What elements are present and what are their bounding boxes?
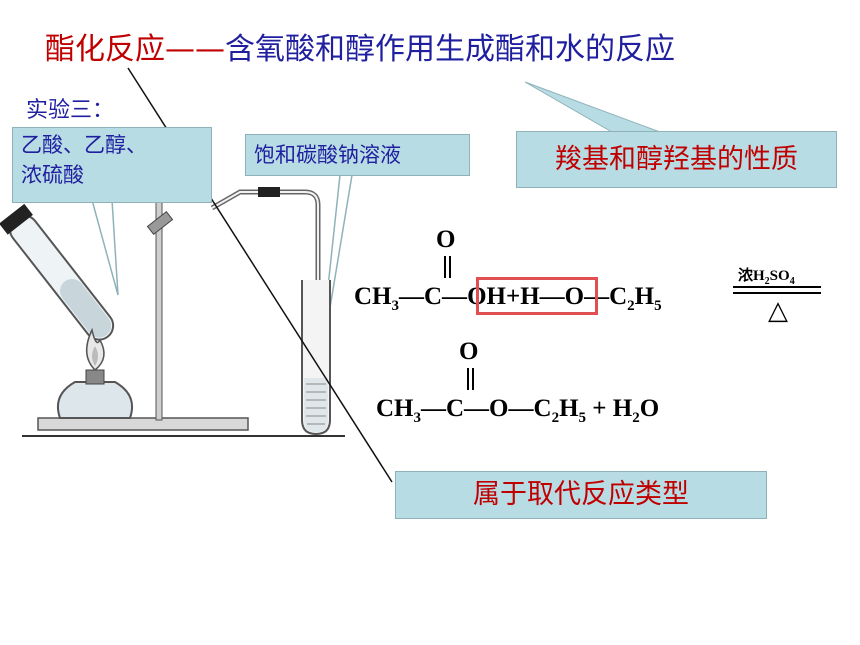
reaction-type-callout: 属于取代反应类型: [395, 471, 767, 519]
property-callout: 羧基和醇羟基的性质: [516, 131, 837, 188]
stopper: [0, 203, 33, 235]
equilibrium-line-top: [733, 286, 821, 288]
reaction-condition: 浓H2SO4: [738, 268, 795, 287]
solution-label: 饱和碳酸钠溶液: [254, 143, 401, 167]
product-carbonyl-o: O: [459, 338, 479, 365]
reagent-line-2: 浓硫酸: [21, 163, 84, 187]
title-keyword: 酯化反应: [45, 32, 165, 67]
title-dash: ——: [165, 32, 225, 67]
property-label: 羧基和醇羟基的性质: [555, 144, 798, 175]
reactant-double-bond-b: [449, 256, 451, 278]
reagent-callout: 乙酸、乙醇、 浓硫酸: [12, 127, 212, 203]
bond-break-highlight: [476, 277, 598, 315]
reaction-tube: [0, 203, 115, 341]
title-definition: 含氧酸和醇作用生成酯和水的反应: [225, 32, 675, 67]
reaction-type-label: 属于取代反应类型: [473, 479, 689, 510]
reactant-double-bond-a: [444, 256, 446, 278]
property-callout-pointer: [524, 81, 661, 133]
rubber-joint: [258, 187, 280, 197]
page-title: 酯化反应——含氧酸和醇作用生成酯和水的反应: [45, 24, 675, 68]
reactant-carbonyl-o: O: [436, 226, 456, 253]
heat-symbol: △: [768, 296, 788, 326]
product-double-bond-b: [472, 368, 474, 390]
stand-base: [37, 417, 249, 431]
reagent-line-1: 乙酸、乙醇、: [21, 133, 147, 157]
equilibrium-line-bottom: [733, 292, 821, 294]
reactant-formula: CH3—C—OH+H—O—C2H5: [354, 283, 662, 314]
product-double-bond-a: [467, 368, 469, 390]
clamp: [146, 210, 174, 236]
alcohol-lamp: [56, 381, 134, 419]
product-formula: CH3—C—O—C2H5 + H2O: [376, 395, 660, 426]
experiment-label: 实验三：: [26, 98, 115, 123]
reagent-callout-pointer: [91, 199, 119, 296]
solution-callout: 饱和碳酸钠溶液: [245, 134, 470, 176]
